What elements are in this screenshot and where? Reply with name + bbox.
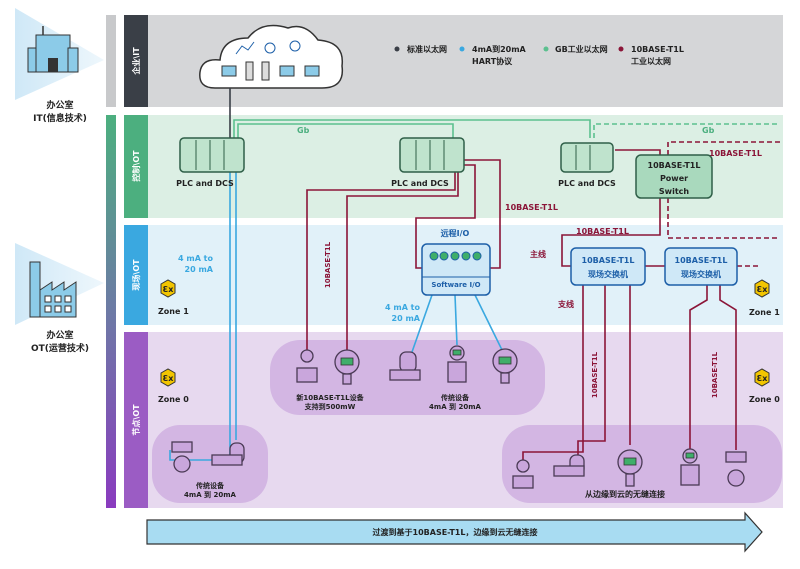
gb-label-right: Gb bbox=[702, 126, 715, 135]
plc-dcs-2[interactable]: PLC and DCS bbox=[391, 137, 465, 188]
it-office-label-1: 办公室 bbox=[46, 99, 73, 111]
group-legacy-left-label-1: 传统设备 bbox=[195, 481, 225, 490]
pressure-transmitter-icon bbox=[211, 442, 245, 466]
svg-text:Ɛx: Ɛx bbox=[163, 374, 175, 383]
ot-side-bar bbox=[106, 115, 116, 508]
plc-dcs-1[interactable]: PLC and DCS bbox=[176, 137, 245, 188]
group-new-label-2: 支持到500mW bbox=[304, 402, 356, 411]
valve-icon bbox=[725, 451, 747, 487]
zone-label-node-right: Zone 0 bbox=[749, 395, 780, 404]
plc-label: PLC and DCS bbox=[176, 179, 234, 188]
band-label-it: 企业\IT bbox=[131, 47, 141, 76]
t1l-vertical-label-node-2: 10BASE-T1L bbox=[711, 351, 719, 398]
band-label-field: 现场\OT bbox=[131, 259, 141, 291]
zone-label-field-right: Zone 1 bbox=[749, 308, 780, 317]
ex-hazard-icon: Ɛx bbox=[160, 279, 176, 298]
legend-item-ethernet: 标准以太网 bbox=[394, 44, 447, 54]
field-switch-1[interactable]: 10BASE-T1L 现场交换机 bbox=[570, 247, 646, 286]
legend-item-t1l: 10BASE-T1L 工业以太网 bbox=[618, 45, 684, 66]
group-right-label: 从边缘到云的无缝连接 bbox=[585, 489, 665, 499]
band-enterprise-it: 企业\IT bbox=[124, 15, 783, 107]
svg-text:HART协议: HART协议 bbox=[472, 56, 513, 66]
it-office: 办公室 IT(信息技术) bbox=[15, 8, 104, 124]
svg-text:Ɛx: Ɛx bbox=[163, 285, 175, 294]
group-legacy-left-label-2: 4mA 到 20mA bbox=[184, 490, 236, 499]
transmitter-icon bbox=[680, 448, 700, 486]
band-label-node: 节点\OT bbox=[131, 404, 141, 436]
ot-office-label-2: OT(运营技术) bbox=[31, 342, 89, 354]
svg-text:GB工业以太网: GB工业以太网 bbox=[555, 44, 608, 54]
gb-label: Gb bbox=[297, 126, 310, 135]
field-devices bbox=[171, 345, 747, 489]
t1l-vertical-label-node-1: 10BASE-T1L bbox=[591, 351, 599, 398]
svg-text:现场交换机: 现场交换机 bbox=[588, 269, 628, 279]
spur-label: 支线 bbox=[557, 299, 574, 309]
t1l-power-switch[interactable]: 10BASE-T1L Power Switch bbox=[635, 154, 713, 199]
field-switch-2[interactable]: 10BASE-T1L 现场交换机 bbox=[664, 247, 738, 286]
t1l-label-field: 10BASE-T1L bbox=[576, 227, 629, 236]
hart-label-1b: 20 mA bbox=[185, 265, 214, 274]
plc-label: PLC and DCS bbox=[558, 179, 616, 188]
software-io-label: Software I/O bbox=[431, 281, 480, 289]
group-new-label-1: 新10BASE-T1L设备 bbox=[296, 393, 364, 402]
transmitter-icon bbox=[617, 449, 643, 487]
svg-text:Ɛx: Ɛx bbox=[757, 285, 769, 294]
transmitter-icon bbox=[492, 348, 518, 384]
svg-text:Switch: Switch bbox=[659, 187, 689, 196]
band-control-ot: 控制\OT bbox=[124, 115, 783, 218]
band-label-control: 控制\OT bbox=[131, 150, 141, 182]
ex-hazard-icon: Ɛx bbox=[754, 368, 770, 387]
t1l-vertical-label: 10BASE-T1L bbox=[324, 241, 332, 288]
svg-text:10BASE-T1L: 10BASE-T1L bbox=[675, 256, 728, 265]
t1l-label-plc2: 10BASE-T1L bbox=[505, 203, 558, 212]
cloud-icon bbox=[199, 24, 344, 89]
legend: 标准以太网 4mA到20mA HART协议 GB工业以太网 10BASE-T1L… bbox=[394, 44, 684, 66]
svg-text:现场交换机: 现场交换机 bbox=[681, 269, 721, 279]
group-legacy-mid-label-2: 4mA 到 20mA bbox=[429, 402, 481, 411]
plc-label: PLC and DCS bbox=[391, 179, 449, 188]
it-side-bar bbox=[106, 15, 116, 107]
pressure-transmitter-icon bbox=[553, 454, 585, 477]
hart-label-2a: 4 mA to bbox=[385, 303, 420, 312]
flowmeter-icon bbox=[296, 349, 318, 383]
it-office-label-2: IT(信息技术) bbox=[33, 112, 87, 124]
hart-label-2b: 20 mA bbox=[392, 314, 421, 323]
svg-text:10BASE-T1L: 10BASE-T1L bbox=[631, 45, 684, 54]
legend-item-gb-ethernet: GB工业以太网 bbox=[543, 44, 608, 54]
zone-label-node-left: Zone 0 bbox=[158, 395, 189, 404]
trunk-label: 主线 bbox=[530, 249, 546, 259]
zone-label-field-left: Zone 1 bbox=[158, 307, 189, 316]
factory-icon bbox=[29, 261, 77, 318]
svg-text:Ɛx: Ɛx bbox=[757, 374, 769, 383]
svg-text:标准以太网: 标准以太网 bbox=[406, 44, 447, 54]
transmitter-icon bbox=[334, 349, 360, 385]
connections bbox=[169, 88, 780, 462]
transition-arrow: 过渡到基于10BASE-T1L，边缘到云无缝连接 bbox=[146, 511, 763, 553]
pressure-transmitter-icon bbox=[389, 351, 421, 381]
group-legacy-mid-label-1: 传统设备 bbox=[440, 393, 470, 402]
ex-hazard-icon: Ɛx bbox=[754, 279, 770, 298]
svg-text:10BASE-T1L: 10BASE-T1L bbox=[648, 161, 701, 170]
svg-text:4mA到20mA: 4mA到20mA bbox=[472, 44, 527, 54]
legend-item-hart: 4mA到20mA HART协议 bbox=[459, 44, 527, 66]
valve-icon bbox=[171, 441, 193, 473]
flowmeter-icon bbox=[512, 459, 534, 489]
ex-hazard-icon: Ɛx bbox=[160, 368, 176, 387]
t1l-label-control: 10BASE-T1L bbox=[709, 149, 762, 158]
svg-text:工业以太网: 工业以太网 bbox=[631, 56, 671, 66]
transition-arrow-label: 过渡到基于10BASE-T1L，边缘到云无缝连接 bbox=[373, 527, 538, 537]
ot-office: 办公室 OT(运营技术) bbox=[15, 243, 104, 354]
svg-text:Power: Power bbox=[660, 174, 688, 183]
hart-label-1a: 4 mA to bbox=[178, 254, 213, 263]
transmitter-icon bbox=[447, 345, 467, 383]
remote-io-title: 远程I/O bbox=[441, 228, 470, 238]
office-building-icon bbox=[27, 26, 79, 73]
svg-text:10BASE-T1L: 10BASE-T1L bbox=[582, 256, 635, 265]
ot-office-label-1: 办公室 bbox=[46, 329, 73, 341]
remote-io-module[interactable]: Software I/O bbox=[421, 243, 491, 296]
plc-dcs-3[interactable]: PLC and DCS bbox=[558, 142, 616, 188]
